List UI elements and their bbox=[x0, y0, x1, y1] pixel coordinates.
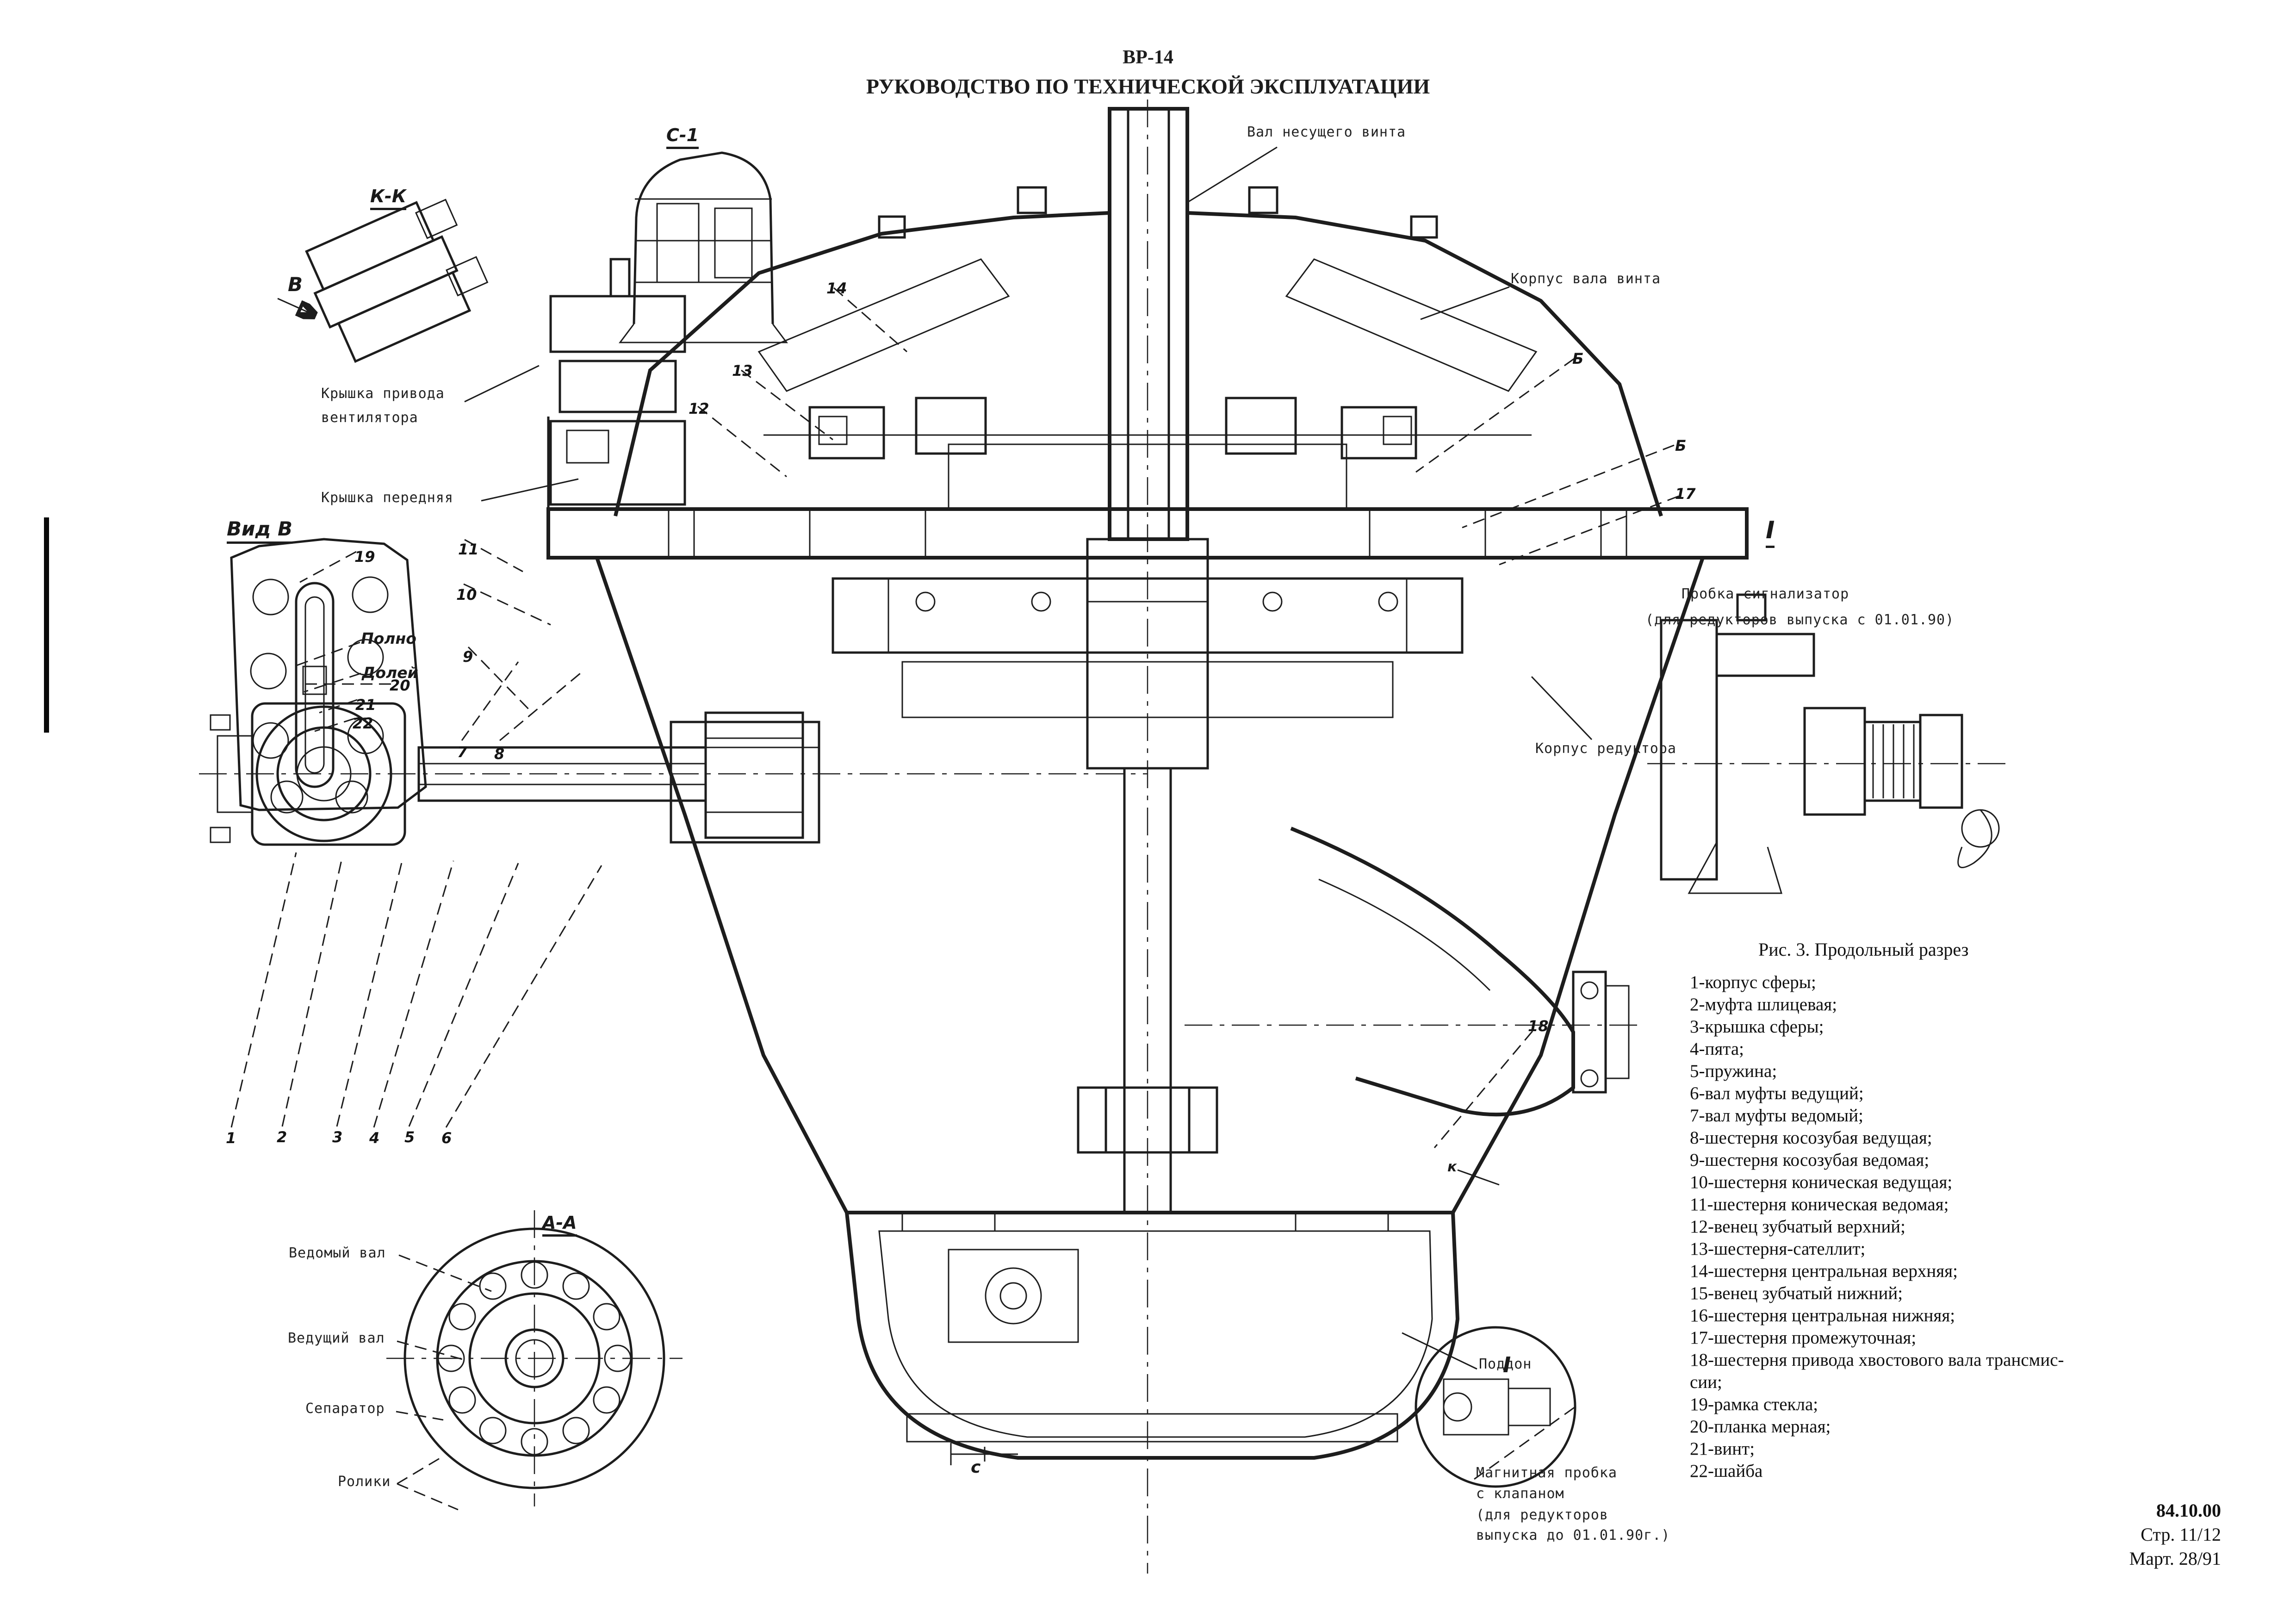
sump-outline bbox=[844, 1211, 1460, 1460]
legend-item: 7-вал муфты ведомый; bbox=[1690, 1106, 1863, 1126]
rotor-shaft bbox=[1077, 107, 1218, 1214]
page-footer: 84.10.00 Стр. 11/12 Март. 28/91 bbox=[1962, 1499, 2221, 1571]
section-c1-detail bbox=[619, 151, 788, 343]
legend-item: 4-пята; bbox=[1690, 1039, 1744, 1059]
label-signal-plug-line1: Пробка-сигнализатор bbox=[1682, 586, 1849, 602]
fan-drive-cover-stack bbox=[547, 258, 686, 558]
magnetic-plug-detail bbox=[1415, 1326, 1576, 1488]
legend-item: 18-шестерня привода хвостового вала тран… bbox=[1690, 1350, 2064, 1370]
gearbox-housing-outline bbox=[614, 186, 1663, 517]
callout-10: 10 bbox=[456, 586, 477, 604]
legend-item: 14-шестерня центральная верхняя; bbox=[1690, 1261, 1958, 1281]
callout-17: 17 bbox=[1675, 485, 1696, 503]
label-front-cover: Крышка передняя bbox=[321, 490, 453, 506]
label-rotor-shaft: Вал несущего винта bbox=[1247, 124, 1406, 140]
legend-item: 5-пружина; bbox=[1690, 1061, 1777, 1081]
legend-item: 20-планка мерная; bbox=[1690, 1417, 1831, 1437]
figure-caption: Рис. 3. Продольный разрез bbox=[1758, 939, 1969, 960]
callout-2: 2 bbox=[277, 1128, 287, 1146]
callout-b-mid: Б bbox=[1675, 437, 1687, 454]
section-i-mark-small: I bbox=[1503, 1352, 1511, 1377]
callout-13: 13 bbox=[732, 362, 753, 380]
label-full-mark: Полно bbox=[361, 629, 416, 647]
bearing-detail-a-a bbox=[403, 1227, 665, 1489]
label-fan-drive-cover-line1: Крышка привода bbox=[321, 386, 445, 402]
legend-item: 12-венец зубчатый верхний; bbox=[1690, 1217, 1905, 1237]
legend-item: 6-вал муфты ведущий; bbox=[1690, 1083, 1864, 1103]
legend-item: 9-шестерня косозубая ведомая; bbox=[1690, 1150, 1930, 1170]
label-cage: Сепаратор bbox=[305, 1400, 385, 1417]
legend-item: 19-рамка стекла; bbox=[1690, 1394, 1818, 1414]
label-fan-drive-cover-line2: вентилятора bbox=[321, 410, 418, 426]
label-gearbox-housing: Корпус редуктора bbox=[1535, 740, 1676, 757]
legend-item: 16-шестерня центральная нижняя; bbox=[1690, 1306, 1955, 1325]
callout-8: 8 bbox=[494, 745, 505, 763]
label-sump: Поддон bbox=[1479, 1356, 1532, 1372]
legend-item: 11-шестерня коническая ведомая; bbox=[1690, 1195, 1949, 1214]
tail-drive-output bbox=[1290, 827, 1630, 1117]
legend-item: 10-шестерня коническая ведущая; bbox=[1690, 1172, 1953, 1192]
footer-date: Март. 28/91 bbox=[2129, 1548, 2221, 1569]
legend-item: 3-крышка сферы; bbox=[1690, 1017, 1824, 1037]
footer-ata-code: 84.10.00 bbox=[2156, 1500, 2221, 1521]
label-signal-plug-line2: (для редукторов выпуска с 01.01.90) bbox=[1645, 612, 1955, 628]
view-k-k-detail bbox=[305, 199, 489, 363]
section-c-letter: с bbox=[971, 1458, 981, 1477]
label-magnetic-plug-line4: выпуска до 01.01.90г.) bbox=[1476, 1527, 1670, 1543]
legend-item: 15-венец зубчатый нижний; bbox=[1690, 1283, 1903, 1303]
callout-1: 1 bbox=[226, 1129, 236, 1147]
section-c1-title: С-1 bbox=[666, 125, 699, 149]
label-rollers: Ролики bbox=[338, 1474, 391, 1490]
callout-22: 22 bbox=[353, 715, 373, 732]
footer-page-number: Стр. 11/12 bbox=[2141, 1524, 2221, 1545]
input-shaft-coupling bbox=[210, 702, 804, 846]
section-k-k-title: К-К bbox=[370, 186, 406, 210]
callout-14: 14 bbox=[826, 280, 847, 297]
label-refill-mark: Долей bbox=[362, 664, 418, 682]
revision-bar bbox=[44, 517, 49, 733]
section-a-a-title: А-А bbox=[542, 1213, 577, 1237]
callout-21: 21 bbox=[355, 696, 376, 714]
callout-5: 5 bbox=[404, 1128, 415, 1146]
legend-item: 17-шестерня промежуточная; bbox=[1690, 1328, 1917, 1348]
label-rotor-shaft-housing: Корпус вала винта bbox=[1511, 271, 1661, 287]
view-b-title: Вид В bbox=[227, 517, 292, 544]
section-k-letter: к bbox=[1447, 1159, 1457, 1175]
callout-4: 4 bbox=[369, 1129, 380, 1147]
section-i-title: I bbox=[1766, 516, 1775, 548]
page-title: РУКОВОДСТВО ПО ТЕХНИЧЕСКОЙ ЭКСПЛУАТАЦИИ bbox=[866, 75, 1430, 98]
lower-housing bbox=[595, 557, 1705, 1343]
label-magnetic-plug-line1: Магнитная пробка bbox=[1476, 1465, 1617, 1481]
legend-item: 8-шестерня косозубая ведущая; bbox=[1690, 1128, 1932, 1148]
label-driving-shaft: Ведущий вал bbox=[288, 1330, 385, 1346]
callout-20: 20 bbox=[390, 677, 410, 694]
callout-12: 12 bbox=[689, 400, 709, 417]
label-magnetic-plug-line2: с клапаном bbox=[1476, 1486, 1564, 1502]
callout-9: 9 bbox=[463, 648, 473, 666]
legend-item: 22-шайба bbox=[1690, 1461, 1763, 1481]
callout-6: 6 bbox=[441, 1129, 452, 1147]
callout-11: 11 bbox=[458, 541, 479, 558]
signal-plug-detail bbox=[1660, 593, 2000, 894]
callout-19: 19 bbox=[354, 548, 375, 566]
view-arrow-b-label: В bbox=[288, 273, 303, 296]
callout-18: 18 bbox=[1528, 1017, 1549, 1035]
centerlines bbox=[199, 100, 2008, 1574]
callout-3: 3 bbox=[332, 1128, 343, 1146]
legend-item: 2-муфта шлицевая; bbox=[1690, 995, 1837, 1014]
callout-7: 7 bbox=[457, 743, 468, 761]
legend-item-wrap: сии; bbox=[1690, 1372, 1722, 1392]
label-driven-shaft: Ведомый вал bbox=[289, 1245, 386, 1261]
callout-b-upper: Б bbox=[1572, 350, 1584, 367]
legend-item: 21-винт; bbox=[1690, 1439, 1755, 1459]
leader-lines bbox=[230, 146, 1679, 1511]
legend-item: 1-корпус сферы; bbox=[1690, 972, 1816, 992]
label-magnetic-plug-line3: (для редукторов bbox=[1476, 1507, 1608, 1523]
document-model: ВР-14 bbox=[1123, 47, 1173, 68]
legend-item: 13-шестерня-сателлит; bbox=[1690, 1239, 1866, 1259]
section-c-mark bbox=[950, 1443, 1018, 1465]
